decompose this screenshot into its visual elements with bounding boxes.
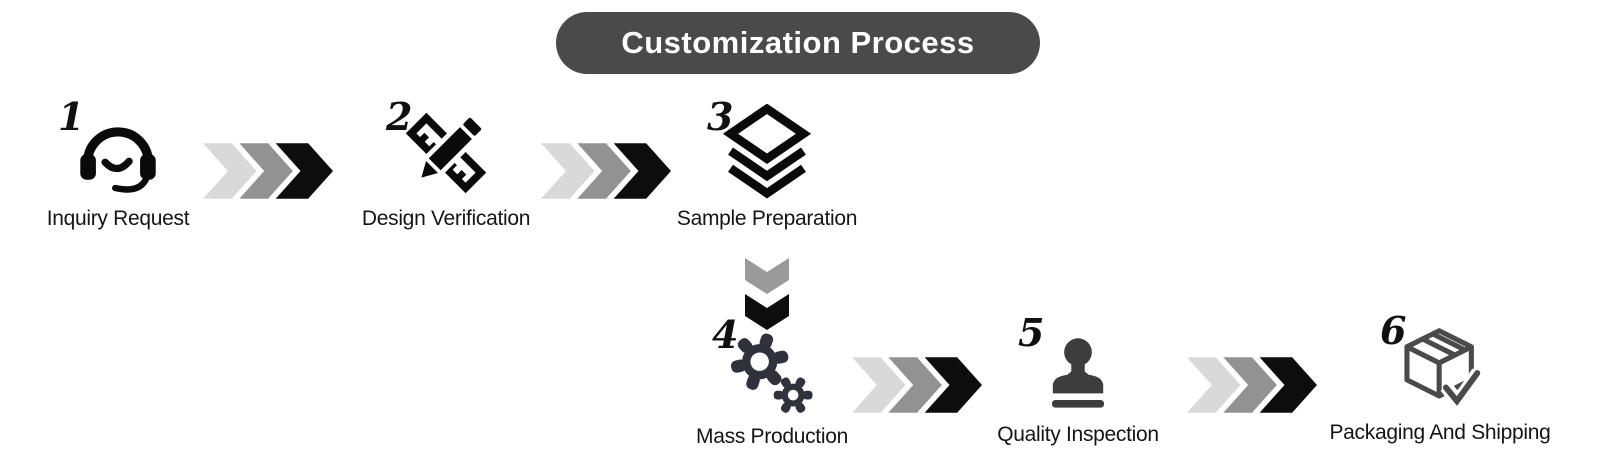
triple-chevron-right-icon [1187,357,1317,413]
step-inquiry-request: 1 Inquiry Request [28,94,208,231]
step-number: 6 [1380,308,1407,353]
step-number: 5 [1018,310,1045,355]
headset-icon [72,104,164,200]
step-label: Packaging And Shipping [1329,421,1551,444]
layers-icon [719,104,815,200]
step-number: 1 [58,94,85,139]
title-banner: Customization Process [556,12,1040,74]
ruler-pencil-icon [399,104,493,200]
triple-chevron-right-icon [541,143,671,199]
step-label: Inquiry Request [46,207,190,230]
double-chevron-down-icon [745,250,789,330]
package-check-icon [1390,318,1490,414]
step-number: 2 [386,94,413,139]
step-label: Sample Preparation [676,207,858,230]
triple-chevron-right-icon [852,357,982,413]
step-mass-production: 4 [682,312,862,449]
step-label: Design Verification [361,207,531,230]
step-number: 4 [712,312,739,357]
gears-icon [728,322,816,418]
triple-chevron-right-icon [203,143,333,199]
stamp-icon [1036,320,1120,416]
step-quality-inspection: 5 Quality Inspection [988,310,1168,447]
step-sample-preparation: 3 Sample Preparation [676,94,858,231]
page-title: Customization Process [621,25,975,60]
step-design-verification: 2 Design Verification [356,94,536,231]
step-number: 3 [707,94,734,139]
step-label: Quality Inspection [997,423,1159,446]
step-label: Mass Production [696,425,848,448]
step-packaging-shipping: 6 Packaging And Shipping [1329,308,1550,445]
